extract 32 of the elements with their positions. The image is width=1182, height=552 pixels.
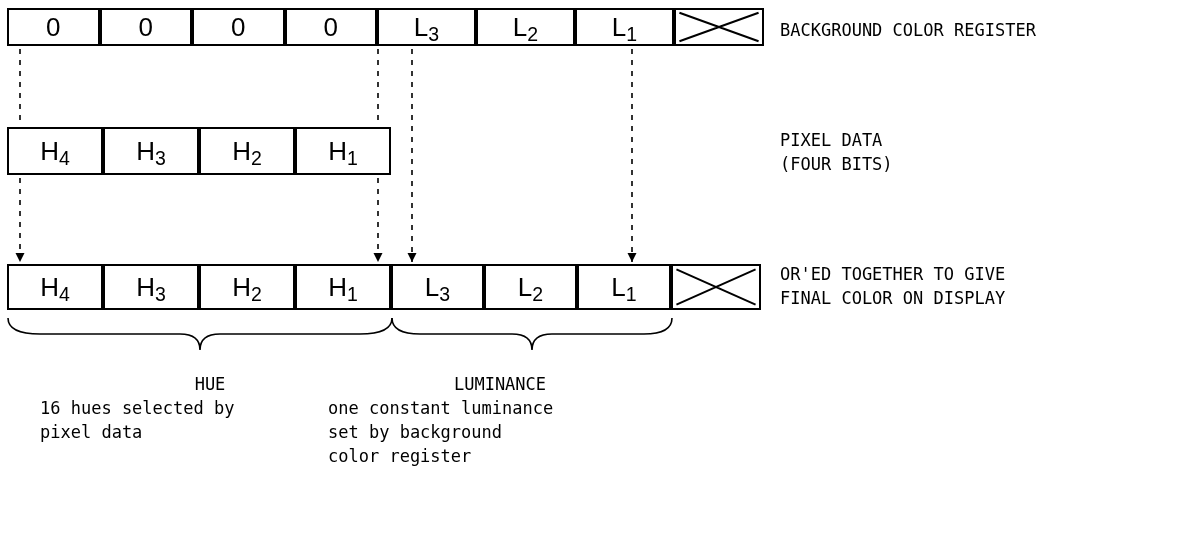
bit-cell: H$_{4}$ [7,127,103,175]
bit-cell: H$_{2}$ [199,264,295,310]
bit-cell: H$_{1}$ [295,264,391,310]
crossed-cell [671,264,761,310]
dashed-arrow [627,48,637,263]
bit-cell: H$_{1}$ [295,127,391,175]
label-text: BACKGROUND COLOR REGISTER [780,19,1037,42]
label-text: HUE [193,373,227,396]
crossed-cell [674,8,764,46]
dashed-arrow [407,48,417,263]
bit-cell: 0 [99,8,192,46]
bit-cell: 0 [192,8,285,46]
bit-cell: H$_{2}$ [199,127,295,175]
bit-cell: H$_{4}$ [7,264,103,310]
label-text: 16 hues selected by pixel data [40,397,236,444]
bit-cell: H$_{3}$ [103,127,199,175]
bit-cell: H$_{3}$ [103,264,199,310]
label-text: LUMINANCE [452,373,548,396]
bit-cell: L$_{2}$ [476,8,575,46]
label-text: OR'ED TOGETHER TO GIVE FINAL COLOR ON DISPLAY [780,263,1007,310]
bit-cell: L$_{1}$ [575,8,674,46]
dashed-arrow [15,177,25,263]
bit-cell: L$_{2}$ [484,264,577,310]
bit-cell: 0 [284,8,377,46]
label-text: one constant luminance set by background color register [328,397,555,468]
bit-cell: L$_{3}$ [391,264,484,310]
bit-cell: L$_{3}$ [377,8,476,46]
dashed-arrow [373,177,383,263]
label-text: (FOUR BITS) [780,153,894,176]
bit-cell: 0 [7,8,100,46]
label-text: PIXEL DATA [780,129,884,152]
bit-cell: L$_{1}$ [577,264,671,310]
